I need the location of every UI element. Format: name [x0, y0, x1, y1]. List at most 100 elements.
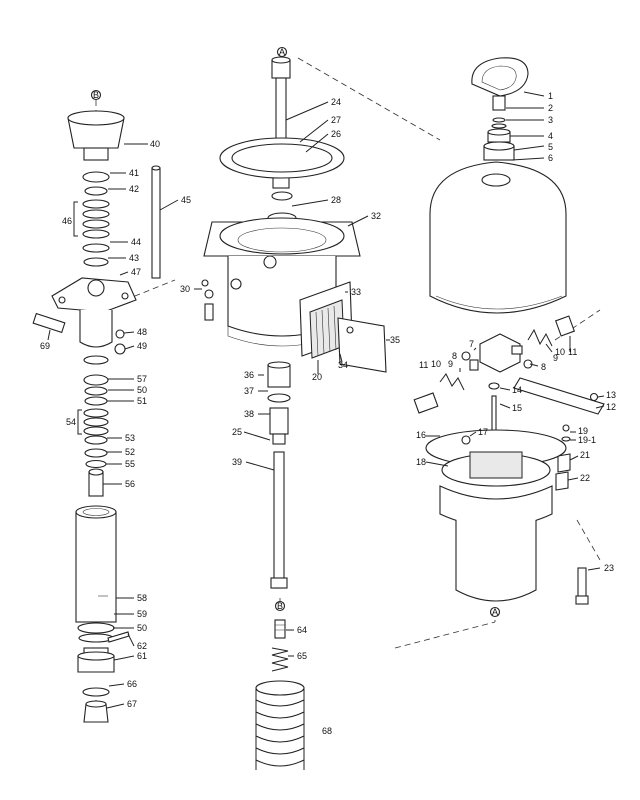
callout-50a: 50	[137, 385, 147, 395]
part-54-seal-stack	[83, 408, 109, 436]
middle-motor-assembly: A	[194, 46, 390, 770]
part-26-diaphragm	[231, 143, 333, 173]
part-40-cap	[67, 110, 125, 161]
right-leader-lines	[425, 91, 605, 571]
part-39-piston-rod	[270, 451, 288, 589]
callout-15: 15	[512, 403, 522, 413]
part-57-ring	[83, 374, 109, 386]
left-leader-lines	[47, 143, 179, 709]
part-3-washer-a	[492, 117, 506, 123]
marker-b-top	[90, 89, 102, 101]
callout-9b: 9	[553, 353, 558, 363]
callout-21: 21	[580, 450, 590, 460]
part-13-screw	[589, 392, 599, 402]
part-1-handle	[471, 57, 529, 111]
callout-47: 47	[131, 267, 141, 277]
part-65-small-spring	[271, 647, 289, 672]
callout-20: 20	[312, 372, 322, 382]
marker-b-mid	[274, 600, 286, 612]
part-8-plug-a	[461, 351, 471, 361]
callout-53: 53	[125, 433, 135, 443]
callout-3: 3	[548, 115, 553, 125]
callout-68: 68	[322, 726, 332, 736]
callout-26: 26	[331, 129, 341, 139]
part-pump-base	[439, 485, 553, 602]
callout-27: 27	[331, 115, 341, 125]
part-41-ring	[82, 171, 110, 183]
callout-41: 41	[129, 168, 139, 178]
part-4-nut	[487, 128, 511, 143]
callout-33: 33	[351, 287, 361, 297]
part-59-ring	[77, 622, 115, 634]
callout-7: 7	[469, 339, 474, 349]
part-23-bolt	[575, 567, 589, 605]
callout-10b: 10	[555, 347, 565, 357]
callout-57: 57	[137, 374, 147, 384]
callout-6: 6	[548, 153, 553, 163]
part-61-foot-valve	[77, 647, 115, 673]
callout-44: 44	[131, 237, 141, 247]
callout-11b: 11	[568, 347, 577, 357]
callout-64: 64	[297, 625, 307, 635]
part-7-manifold	[479, 333, 521, 373]
callout-28: 28	[331, 195, 341, 205]
callout-8a: 8	[452, 351, 457, 361]
part-14-washer	[488, 382, 500, 390]
part-58-cylinder	[75, 505, 117, 623]
middle-leader-lines	[194, 101, 390, 657]
callout-61: 61	[137, 651, 147, 661]
part-62-pin	[107, 631, 130, 643]
part-18-top-plate	[441, 435, 551, 487]
callout-49: 49	[137, 341, 147, 351]
part-19-nut	[562, 424, 570, 432]
callout-32: 32	[371, 211, 381, 221]
callout-8b: 8	[541, 362, 546, 372]
callout-4: 4	[548, 131, 553, 141]
part-15-pin	[491, 395, 497, 433]
marker-a-top-label: A	[279, 47, 285, 57]
part-30-bolts	[201, 279, 214, 321]
part-64-valve-stem	[274, 619, 286, 639]
callout-69: 69	[40, 341, 50, 351]
part-52-ring	[84, 448, 108, 458]
callout-40: 40	[150, 139, 160, 149]
part-21-clip	[557, 453, 571, 473]
part-9-nipple-a	[469, 359, 479, 371]
callout-35: 35	[390, 335, 400, 345]
part-37-ring	[267, 393, 291, 403]
part-67-plug	[83, 700, 109, 723]
callout-37: 37	[244, 386, 254, 396]
callout-18: 18	[416, 457, 426, 467]
part-24-shaft	[271, 56, 291, 189]
right-tank-assembly: A	[413, 57, 605, 618]
callout-1: 1	[548, 91, 553, 101]
part-55-ring	[85, 459, 107, 469]
marker-b-top-label: B	[93, 90, 99, 100]
callout-66: 66	[127, 679, 137, 689]
callout-36: 36	[244, 370, 254, 380]
callout-22: 22	[580, 473, 590, 483]
callout-14: 14	[512, 385, 522, 395]
callout-30: 30	[180, 284, 190, 294]
callout-38: 38	[244, 409, 254, 419]
part-3-washer-b	[491, 123, 507, 129]
part-50-washer	[83, 355, 109, 365]
part-56-valve	[88, 468, 104, 497]
callout-54: 54	[66, 417, 76, 427]
part-53-ring	[84, 435, 108, 445]
part-42-ring	[84, 186, 108, 196]
part-11-end-a	[413, 392, 439, 414]
callout-67: 67	[127, 699, 137, 709]
marker-b-mid-label: B	[277, 601, 283, 611]
part-12-bracket	[513, 377, 605, 415]
callout-19: 19	[578, 426, 588, 436]
callout-51: 51	[137, 396, 147, 406]
part-5-fitting	[483, 141, 515, 161]
callout-12: 12	[606, 402, 616, 412]
part-49-nut	[114, 343, 126, 355]
part-10-spring-b	[527, 328, 553, 347]
part-9-nipple-b	[511, 345, 523, 355]
part-51-ring	[84, 396, 108, 406]
callout-19-1: 19-1	[578, 435, 596, 445]
